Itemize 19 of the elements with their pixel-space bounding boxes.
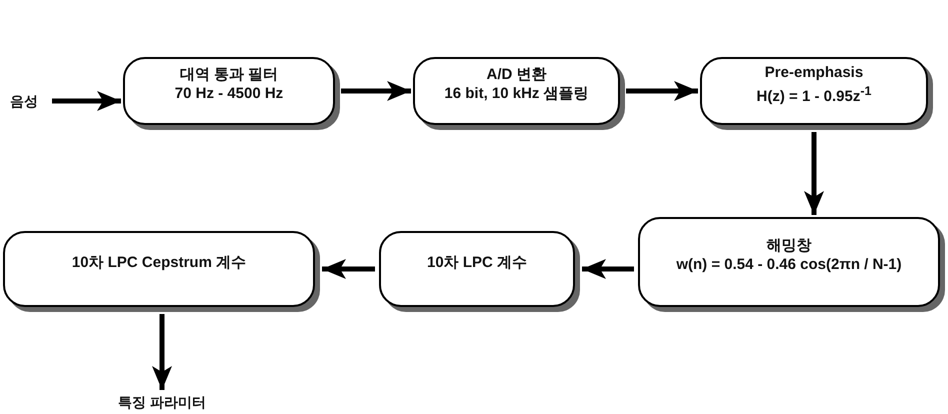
arrow [804, 132, 824, 215]
box-text: w(n) = 0.54 - 0.46 cos(2πn / N-1) [676, 255, 902, 274]
flow-label: 특징 파라미터 [118, 392, 206, 412]
arrow [582, 259, 634, 279]
box-text: 16 bit, 10 kHz 샘플링 [444, 84, 589, 103]
arrow [52, 91, 121, 111]
arrow [626, 81, 698, 101]
arrow [322, 259, 375, 279]
box-text: H(z) = 1 - 0.95z$^{-1}$ [756, 82, 872, 106]
arrow [341, 81, 411, 101]
box-text: A/D 변환 [486, 65, 546, 84]
box-text: 10차 LPC 계수 [426, 252, 528, 272]
arrow [152, 314, 172, 390]
box-text: 대역 통과 필터 [180, 65, 278, 84]
box-text: 70 Hz - 4500 Hz [174, 84, 284, 103]
flow-label: 음성 [10, 92, 38, 110]
box-text: Pre-emphasis [764, 62, 864, 82]
box-text: 10차 LPC Cepstrum 계수 [72, 252, 246, 272]
box-text: 해밍창 [766, 236, 812, 255]
